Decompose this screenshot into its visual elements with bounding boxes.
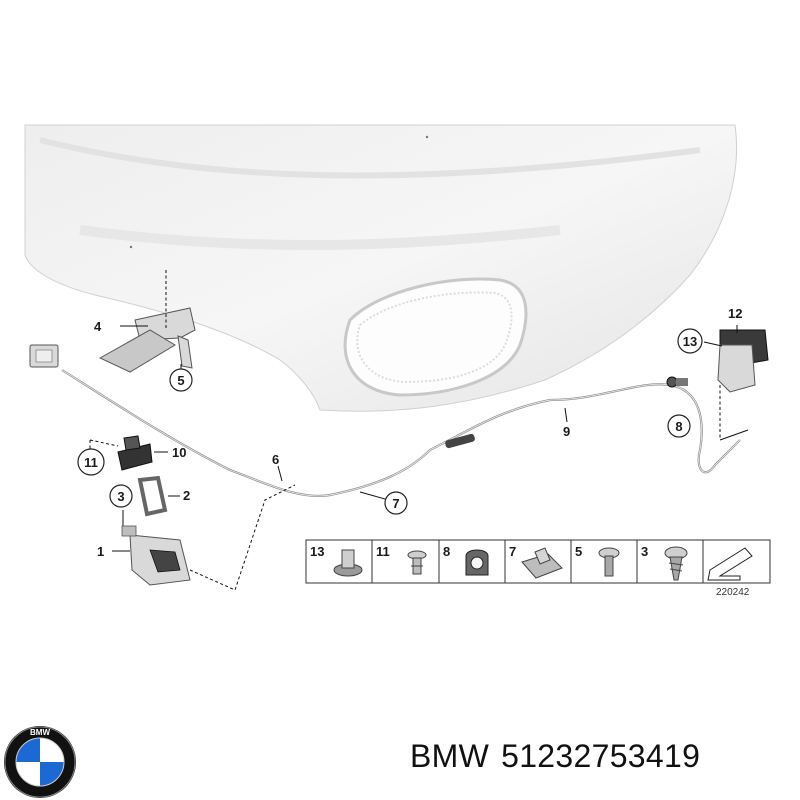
legend-label-5: 5 [575,544,582,559]
callout-13: 13 [683,334,697,349]
screw-icon-5 [598,547,620,577]
grommet-icon [465,549,489,576]
callout-1: 1 [97,544,104,559]
callout-8: 8 [675,419,682,434]
callout-11-circle [77,448,105,476]
brand-part-number: BMW 51232753419 [410,738,712,775]
arrow-symbol-icon [707,547,753,581]
hood [24,124,738,412]
callout-11: 11 [84,455,98,470]
callout-5-circle [169,368,193,392]
part-number: 51232753419 [501,738,701,774]
cable-holder-icon [521,547,563,579]
callout-4: 4 [94,319,102,334]
legend-label-8: 8 [443,544,450,559]
callout-5: 5 [177,373,184,388]
screw-icon-3 [664,546,688,581]
leader-7 [359,491,386,500]
legend-label-3: 3 [641,544,648,559]
callout-6: 6 [272,452,279,467]
latch-part-1 [112,484,296,591]
callout-3: 3 [117,489,124,504]
grommet-part-8 [666,376,688,388]
callout-9: 9 [563,424,570,439]
fastener-legend: 13 11 8 7 5 3 [305,539,771,598]
speed-nut-icon [333,549,363,577]
callout-13-circle [677,328,703,354]
callout-3-circle [109,484,133,508]
leader-6 [277,465,283,482]
bmw-logo: BMW [4,726,76,798]
callout-12: 12 [728,306,742,321]
hood-catch-part-4 [98,270,196,373]
bowden-cable [61,369,741,497]
bracket-part-2 [122,475,180,528]
reference-number: 220242 [716,587,750,598]
cable-end-clip [29,344,59,368]
clip-icon [407,550,427,575]
callout-2: 2 [183,488,190,503]
callout-10: 10 [172,445,186,460]
legend-label-7: 7 [509,544,516,559]
leader-9 [564,407,568,423]
callout-7: 7 [392,496,399,511]
callout-8-circle [667,414,691,438]
callouts: 4 5 12 13 8 9 6 7 11 10 3 2 1 [77,306,742,559]
hood-lock-part-12 [703,325,769,441]
callout-7-circle [384,491,408,515]
logo-letters: BMW [30,728,50,737]
legend-label-13: 13 [310,544,324,559]
legend-label-11: 11 [376,544,390,559]
brand-name: BMW [410,738,490,774]
